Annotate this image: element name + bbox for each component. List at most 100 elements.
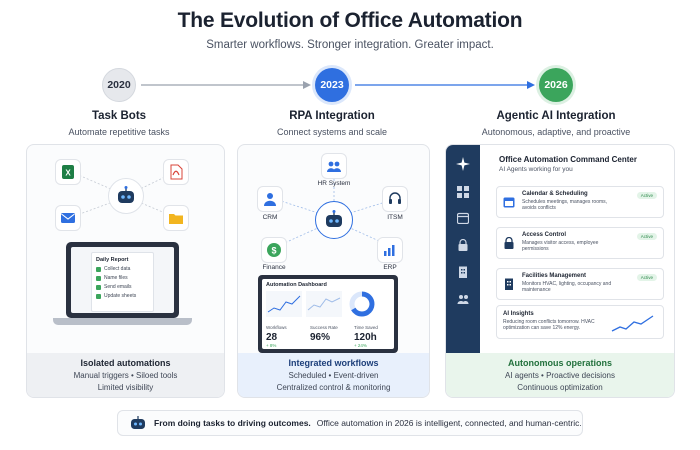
footer-title: Integrated workflows [288,358,379,368]
report-title: Daily Report [96,257,129,263]
robot-hub-icon [315,201,353,239]
erp-chart-icon [377,237,403,263]
command-center-title: Office Automation Command Center [499,155,637,164]
stage-subtitle: Autonomous, adaptive, and proactive [481,127,631,137]
agent-card-access-control[interactable]: Access Control Manages visitor access, e… [496,227,664,259]
card-desc: Schedules meetings, manages rooms, avoid… [522,199,608,211]
finance-icon: $ [261,237,287,263]
stage-heading-rpa: RPA Integration Connect systems and scal… [222,110,442,137]
year-circle-2023: 2023 [315,68,349,102]
check-icon [96,266,101,272]
excel-icon: X [55,159,81,185]
check-icon [96,275,101,281]
ai-insights-card[interactable]: AI Insights Reducing room conflicts tomo… [496,305,664,339]
stat-value: 120h [354,332,377,343]
node-label-itsm: ITSM [387,214,403,221]
stat-value: 96% [310,332,331,343]
stage-title: Agentic AI Integration [496,110,616,122]
agent-card-calendar[interactable]: Calendar & Scheduling Schedules meetings… [496,186,664,218]
grid-icon[interactable] [456,185,470,199]
stat-label: Workflows [266,325,287,330]
node-label-crm: CRM [262,214,278,221]
laptop-base [53,318,192,325]
footer-task-bots: Isolated automations Manual triggers • S… [27,353,224,397]
stage-subtitle: Connect systems and scale [276,127,388,137]
command-center-subtitle: AI Agents working for you [499,166,573,173]
panel-rpa: HR System CRM ITSM $ Finance ERP Automat… [237,144,430,398]
footer-line: Centralized control & monitoring [276,383,391,392]
hr-system-icon [321,153,347,179]
card-title: Access Control [522,232,567,238]
card-desc: Manages visitor access, employee permiss… [522,240,599,252]
card-title: Facilities Management [522,273,587,279]
agent-card-facilities[interactable]: Facilities Management Monitors HVAC, lig… [496,268,664,300]
footer-title: Isolated automations [80,358,171,368]
trend-line-icon [611,315,654,332]
node-label-hr: HR System [317,180,351,187]
calendar-icon [503,197,515,208]
stat-success-rate: Success Rate 96% [310,325,338,343]
stat-workflows: Workflows 28 + 8% [266,325,287,348]
panel-agentic-ai: Office Automation Command Center AI Agen… [445,144,675,398]
stat-delta: + 8% [266,343,277,348]
report-item: Collect data [96,266,149,272]
dashboard-charts [266,291,375,317]
node-label-erp: ERP [383,264,397,271]
stat-label: Success Rate [310,325,338,330]
stage-subtitle: Automate repetitive tasks [68,127,170,137]
card-desc: Monitors HVAC, lighting, occupancy and m… [522,281,612,293]
summary-banner: From doing tasks to driving outcomes. Of… [117,410,583,436]
footer-title: Autonomous operations [508,358,612,368]
laptop-screen: Daily Report Collect data Name files Sen… [66,242,179,318]
status-badge: Active [636,274,657,281]
folder-icon [163,205,189,231]
sparkle-icon[interactable] [456,157,470,171]
stat-time-saved: Time Saved 120h + 24% [354,325,378,348]
timeline-arrowhead-2 [527,81,535,89]
insights-desc: Reducing room conflicts tomorrow. HVAC o… [503,319,595,331]
dashboard-title: Automation Dashboard [266,282,327,288]
page-subtitle: Smarter workflows. Stronger integration.… [206,39,494,51]
calendar-icon[interactable] [456,211,470,225]
pdf-icon [163,159,189,185]
people-icon[interactable] [456,292,470,306]
email-icon [55,205,81,231]
stat-delta: + 24% [354,343,367,348]
daily-report-card: Daily Report Collect data Name files Sen… [91,252,154,312]
crm-icon [257,186,283,212]
svg-text:X: X [65,169,71,178]
report-item: Name files [96,275,149,281]
footer-line: AI agents • Proactive decisions [505,371,615,380]
svg-text:$: $ [271,246,276,256]
lock-icon [504,237,514,249]
stat-label: Time Saved [354,325,378,330]
robot-icon [108,178,144,214]
status-badge: Active [636,233,657,240]
year-circle-2020: 2020 [102,68,136,102]
timeline-arrowhead-1 [303,81,311,89]
node-label-finance: Finance [262,264,286,271]
lock-icon[interactable] [456,238,470,252]
insights-title: AI Insights [503,311,534,317]
headset-icon [382,186,408,212]
card-title: Calendar & Scheduling [522,191,588,197]
page-title: The Evolution of Office Automation [177,9,523,32]
report-item: Update sheets [96,293,149,299]
footer-rpa: Integrated workflows Scheduled • Event-d… [238,353,429,397]
panel-task-bots: X Daily Report Collect data Name files S… [26,144,225,398]
stage-heading-task-bots: Task Bots Automate repetitive tasks [9,110,229,137]
year-circle-2026: 2026 [539,68,573,102]
check-icon [96,293,101,299]
status-badge: Active [636,192,657,199]
command-center-sidebar [446,145,480,355]
building-icon[interactable] [456,265,470,279]
building-icon [505,278,513,290]
check-icon [96,284,101,290]
summary-text: Office automation in 2026 is intelligent… [316,418,582,428]
report-item: Send emails [96,284,149,290]
automation-dashboard: Automation Dashboard Workflows 28 + 8% S… [258,275,398,353]
footer-agentic-ai: Autonomous operations AI agents • Proact… [446,353,674,397]
footer-line: Scheduled • Event-driven [288,371,379,380]
footer-line: Continuous optimization [517,383,603,392]
